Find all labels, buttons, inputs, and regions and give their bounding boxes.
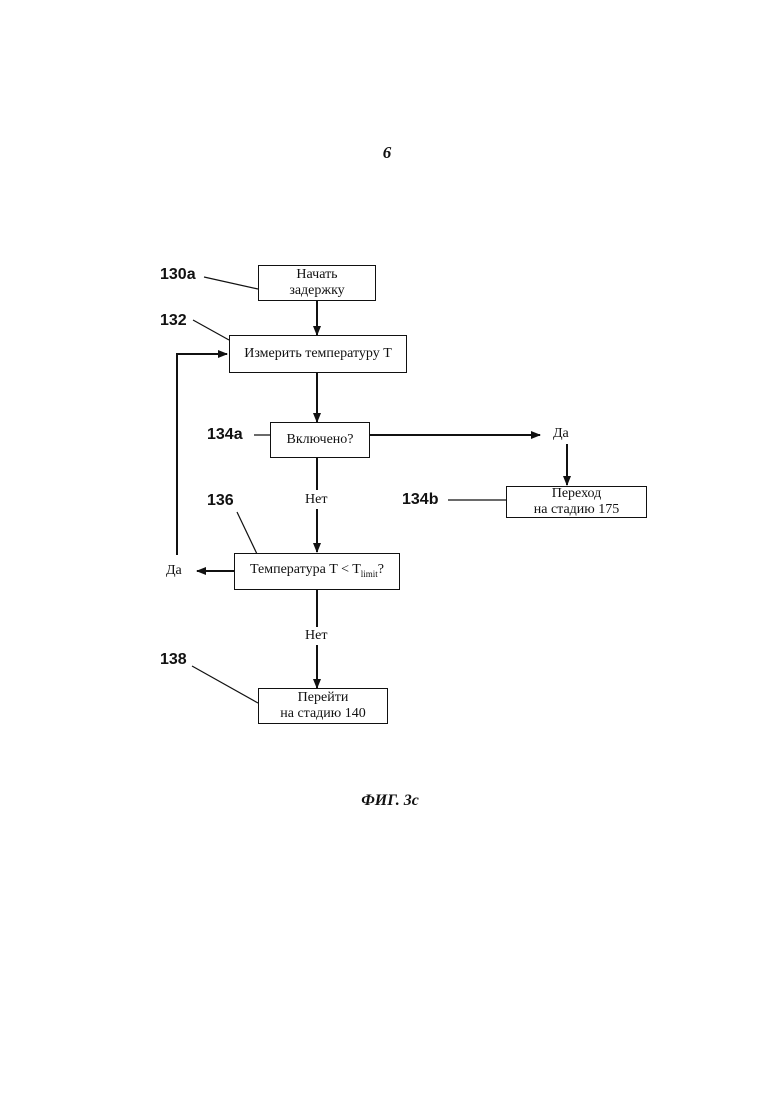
ref-134b: 134b <box>402 491 438 509</box>
step-measure-temperature-label: Измерить температуру T <box>244 346 392 362</box>
ref-134a: 134a <box>207 426 243 444</box>
step-go-to-175: Переход на стадию 175 <box>506 486 647 518</box>
decision-temperature-below-limit-label: Температура T < Tlimit? <box>250 562 384 582</box>
ref-138: 138 <box>160 651 187 669</box>
leader-130a <box>204 277 258 289</box>
ref-130a: 130a <box>160 266 196 284</box>
step-go-to-140-line2: на стадию 140 <box>280 706 366 722</box>
ref-136: 136 <box>207 492 234 510</box>
step-start-delay-line1: Начать <box>296 267 337 283</box>
branch-136-no: Нет <box>305 628 327 644</box>
branch-134a-yes: Да <box>553 426 569 442</box>
step-start-delay: Начать задержку <box>258 265 376 301</box>
step-go-to-140: Перейти на стадию 140 <box>258 688 388 724</box>
ref-132: 132 <box>160 312 187 330</box>
step-go-to-140-line1: Перейти <box>298 690 349 706</box>
figure-caption: ФИГ. 3с <box>310 792 470 810</box>
leader-132 <box>193 320 229 340</box>
decision-temperature-below-limit: Температура T < Tlimit? <box>234 553 400 590</box>
step-start-delay-line2: задержку <box>289 283 344 299</box>
loop-back-to-132 <box>177 354 227 555</box>
leader-138 <box>192 666 258 703</box>
decision-switched-on-label: Включено? <box>286 432 353 448</box>
step-go-to-175-line1: Переход <box>552 486 602 502</box>
step-measure-temperature: Измерить температуру T <box>229 335 407 373</box>
branch-134a-no: Нет <box>305 492 327 508</box>
branch-136-yes: Да <box>166 563 182 579</box>
leader-136 <box>237 512 257 554</box>
decision-switched-on: Включено? <box>270 422 370 458</box>
step-go-to-175-line2: на стадию 175 <box>534 502 620 518</box>
